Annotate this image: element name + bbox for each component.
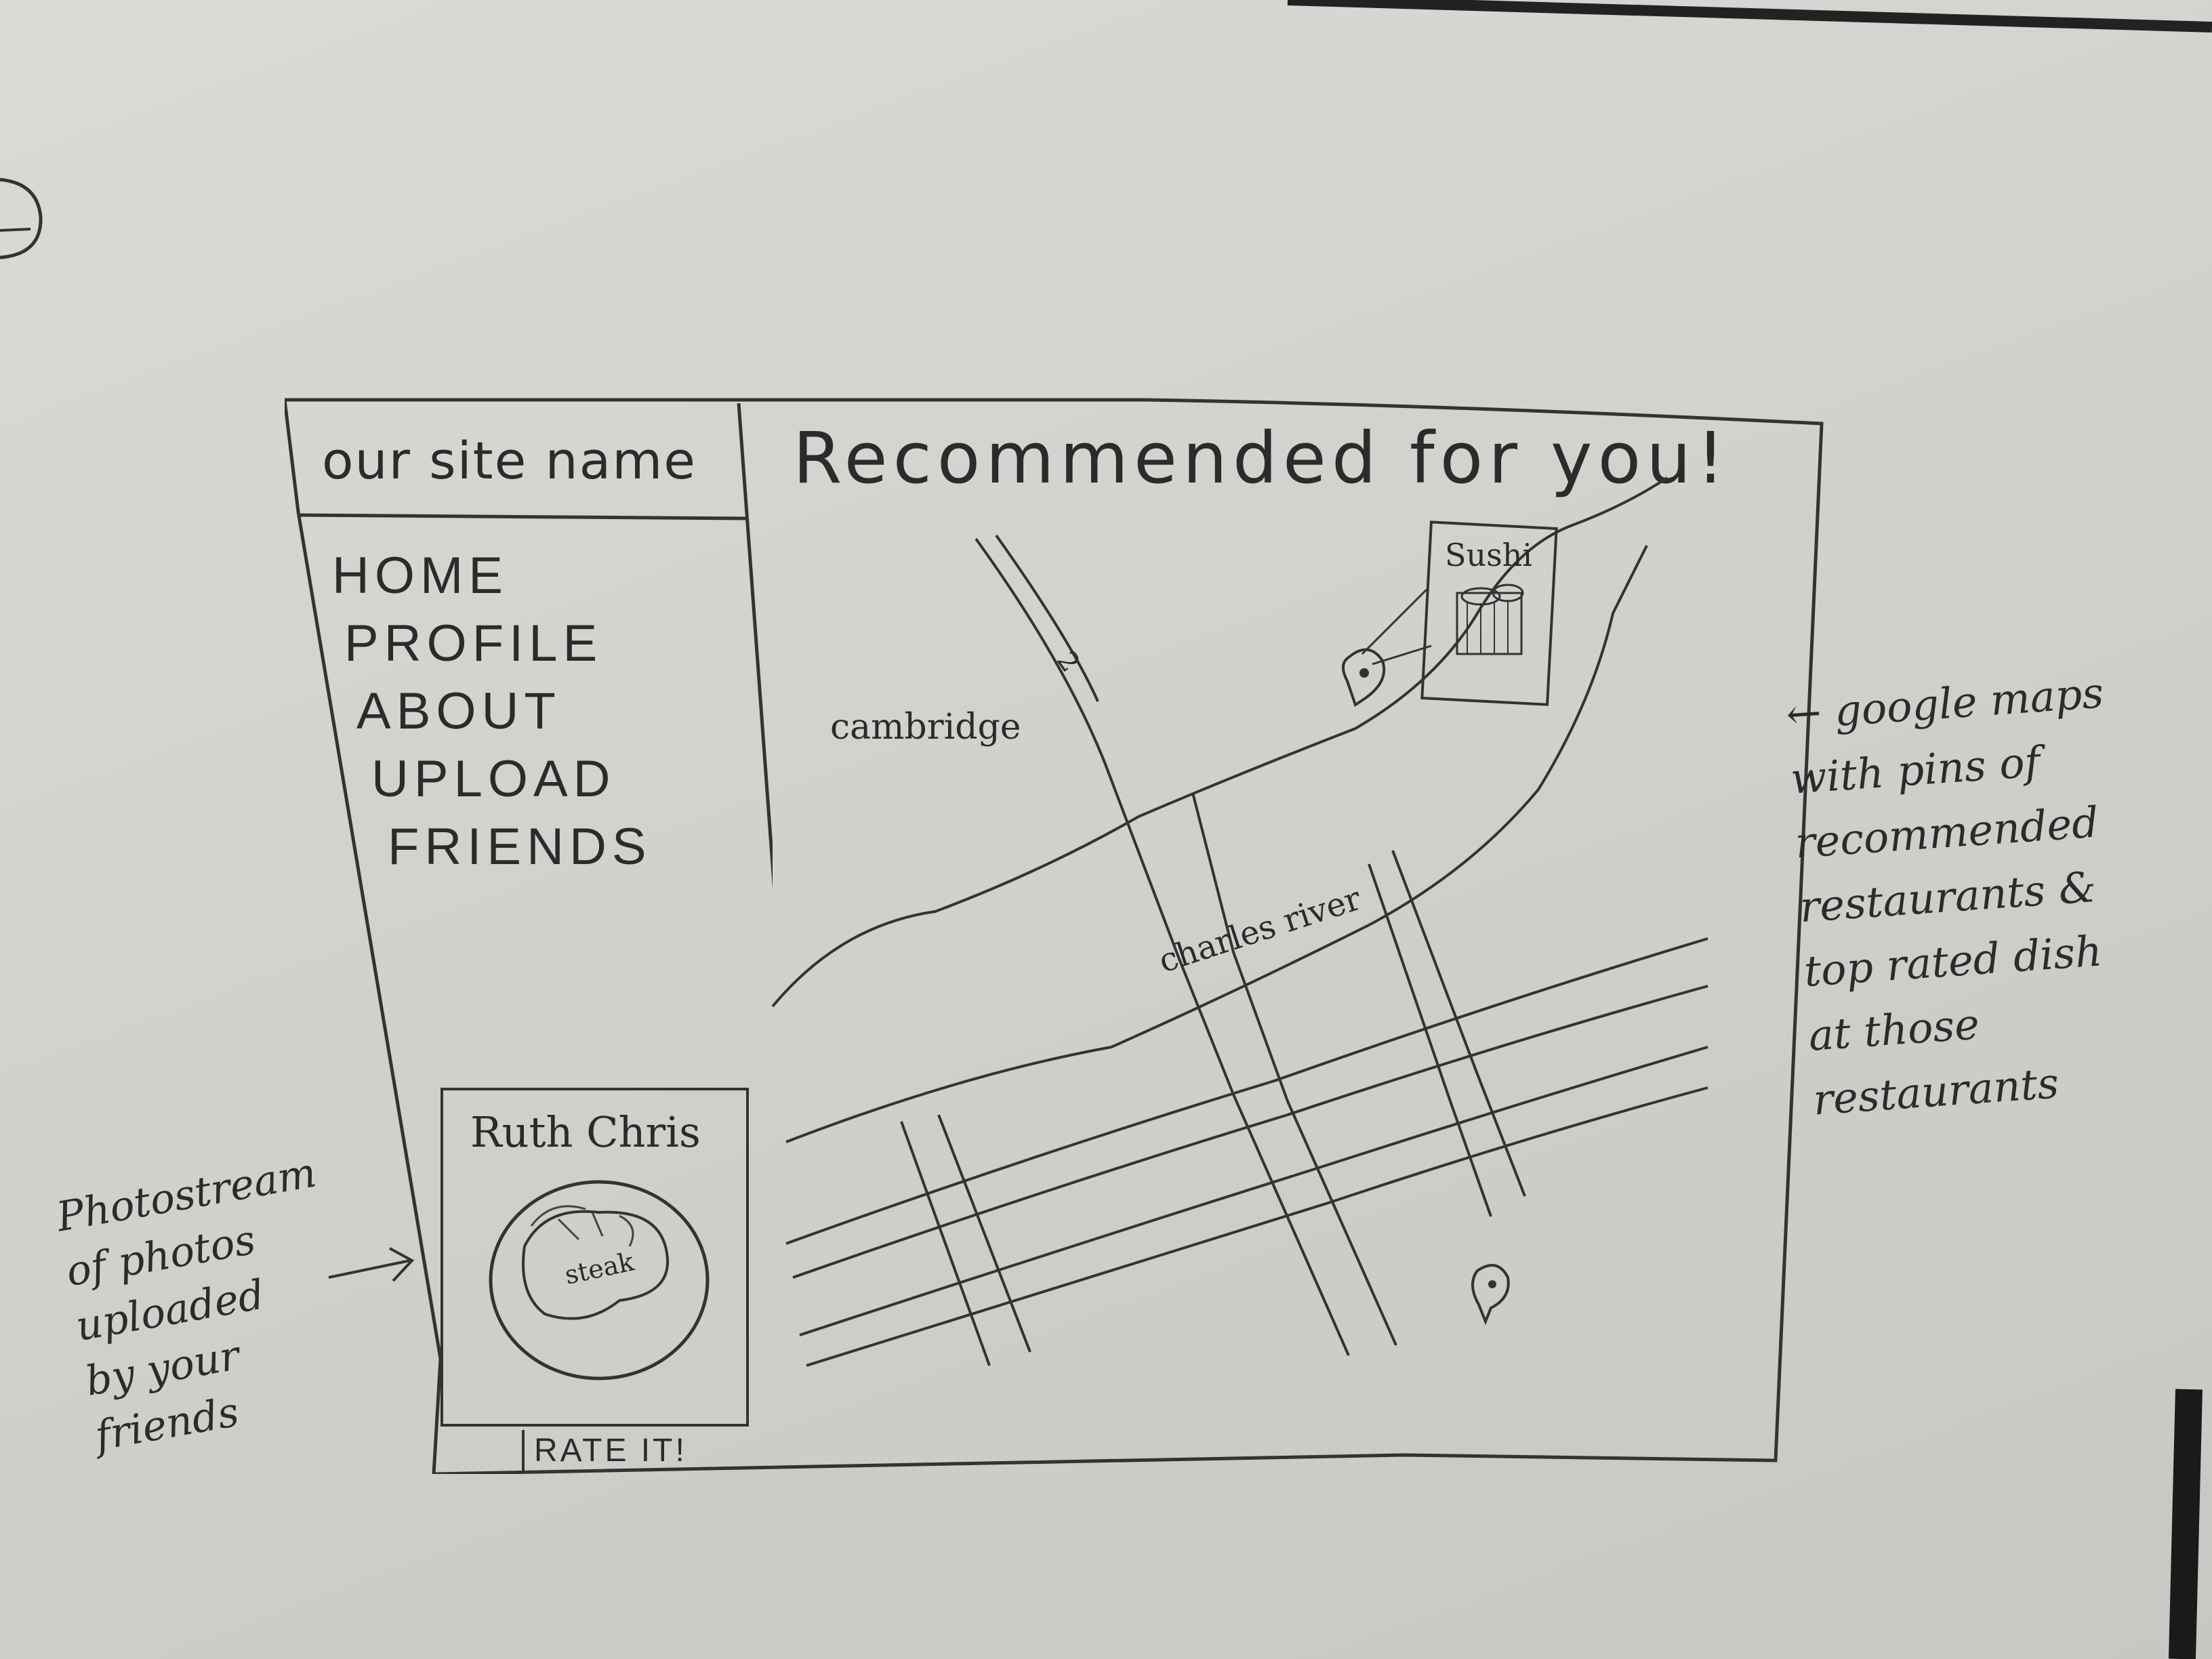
photo-dish-label: steak: [562, 1246, 637, 1290]
nav-upload[interactable]: UPLOAD: [371, 750, 616, 808]
annotation-map-note: ← google maps with pins of recommended r…: [1784, 668, 2106, 1125]
map-label-route: 2: [1050, 646, 1086, 678]
river-south-bank: [785, 545, 1648, 1143]
map-label-river: charles river: [1154, 880, 1366, 981]
map-pin-lower[interactable]: [1471, 1264, 1510, 1326]
paper-right-edge: [2169, 1389, 2203, 1659]
page-title: Recommended for you!: [793, 417, 1730, 499]
sushi-card-title: Sushi: [1445, 537, 1532, 573]
river-north-bank: [771, 476, 1668, 1008]
nav-profile[interactable]: PROFILE: [344, 615, 603, 672]
sushi-image: [1456, 583, 1524, 655]
arrow-icon: [328, 1247, 415, 1282]
road-cross-2: [792, 985, 1708, 1279]
wireframe-page: our site name HOME PROFILE ABOUT UPLOAD …: [285, 396, 1826, 1474]
sidebar: our site name HOME PROFILE ABOUT UPLOAD …: [285, 396, 773, 1474]
site-name[interactable]: our site name: [322, 430, 697, 491]
wireframe-border: [285, 398, 1824, 1474]
road-main-west-edge: [995, 534, 1099, 702]
road-east-a: [1368, 863, 1492, 1217]
nav-about[interactable]: ABOUT: [356, 682, 561, 740]
road-south-a: [900, 1121, 991, 1366]
margin-doodle: [0, 178, 43, 260]
margin-doodle-line: [0, 228, 31, 232]
map-label-area: cambridge: [830, 707, 1021, 747]
paper-top-edge: [1287, 0, 2212, 33]
photo-plate-image: steak: [489, 1180, 710, 1380]
main-nav: HOME PROFILE ABOUT UPLOAD FRIENDS: [332, 542, 652, 881]
map-pin-sushi[interactable]: [1342, 588, 1432, 708]
road-cross-4: [806, 1086, 1708, 1367]
photostream-card[interactable]: Ruth Chris steak: [441, 1088, 749, 1427]
road-main-west: [975, 537, 1350, 1356]
nav-friends[interactable]: FRIENDS: [388, 818, 652, 876]
annotation-photostream-note: Photostream of photos uploaded by your f…: [53, 1149, 320, 1460]
road-cross-1: [785, 937, 1708, 1245]
road-cross-3: [799, 1046, 1708, 1336]
road-south-b: [937, 1114, 1031, 1353]
photo-restaurant-name: Ruth Chris: [470, 1107, 701, 1157]
sushi-info-card[interactable]: Sushi: [1420, 520, 1558, 706]
sidebar-divider: [298, 403, 773, 889]
road-main-east: [1191, 792, 1397, 1346]
road-east-b: [1391, 850, 1526, 1197]
rate-it-button[interactable]: RATE IT!: [522, 1430, 745, 1472]
map-view[interactable]: cambridge charles river 2 Sushi: [759, 396, 1826, 1474]
nav-home[interactable]: HOME: [332, 547, 508, 605]
